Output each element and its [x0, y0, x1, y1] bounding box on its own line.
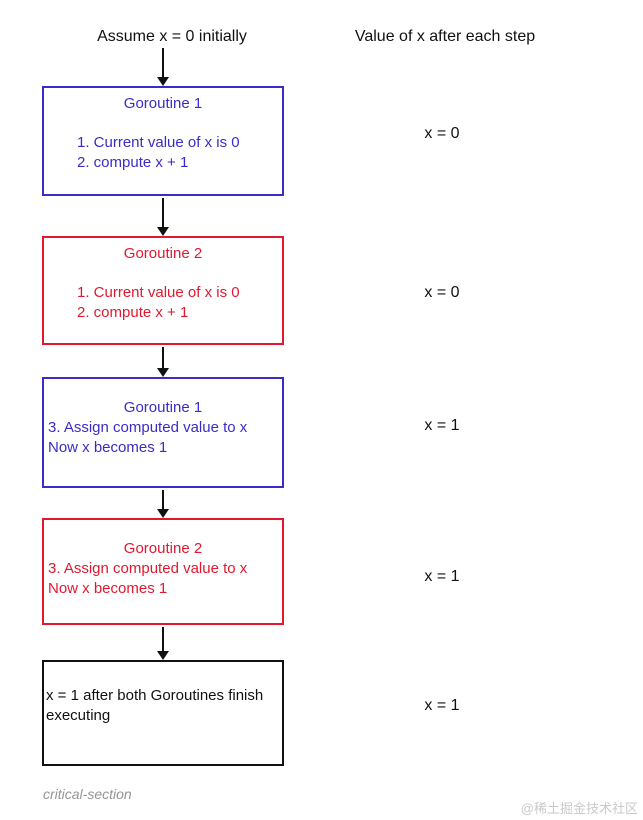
box-line: 1. Current value of x is 0	[77, 284, 240, 301]
value-column-header: Value of x after each step	[354, 28, 536, 45]
box-line: 2. compute x + 1	[77, 304, 189, 321]
x-value: x = 0	[424, 284, 460, 301]
step-box-goroutine1-write: Goroutine 1 3. Assign computed value to …	[42, 377, 284, 488]
box-line: 2. compute x + 1	[77, 154, 189, 171]
step-box-goroutine2-read: Goroutine 2 1. Current value of x is 0 2…	[42, 236, 284, 345]
step-box-goroutine1-read: Goroutine 1 1. Current value of x is 0 2…	[42, 86, 284, 196]
box-title: Goroutine 1	[123, 95, 203, 112]
down-arrow-icon	[157, 198, 169, 236]
watermark-label: @稀土掘金技术社区	[520, 801, 638, 816]
x-value: x = 1	[424, 568, 460, 585]
box-line: 3. Assign computed value to x	[48, 419, 248, 436]
box-line: executing	[46, 707, 111, 724]
box-line: Now x becomes 1	[48, 439, 168, 456]
caption-label: critical-section	[43, 786, 132, 802]
arrow-head	[157, 227, 169, 236]
down-arrow-icon	[157, 48, 169, 86]
arrow-head	[157, 509, 169, 518]
box-title: Goroutine 2	[123, 540, 203, 557]
step-box-goroutine2-write: Goroutine 2 3. Assign computed value to …	[42, 518, 284, 625]
step-box-final-result: x = 1 after both Goroutines finish execu…	[42, 660, 284, 766]
box-title: Goroutine 2	[123, 245, 203, 262]
arrow-stem	[162, 48, 164, 79]
down-arrow-icon	[157, 347, 169, 377]
x-value: x = 0	[424, 125, 460, 142]
arrow-stem	[162, 198, 164, 229]
box-line: x = 1 after both Goroutines finish	[46, 687, 264, 704]
down-arrow-icon	[157, 627, 169, 660]
x-value: x = 1	[424, 697, 460, 714]
arrow-head	[157, 77, 169, 86]
arrow-stem	[162, 627, 164, 653]
box-line: 3. Assign computed value to x	[48, 560, 248, 577]
arrow-head	[157, 368, 169, 377]
box-line: Now x becomes 1	[48, 580, 168, 597]
box-line: 1. Current value of x is 0	[77, 134, 240, 151]
assumption-label: Assume x = 0 initially	[97, 28, 247, 45]
arrow-head	[157, 651, 169, 660]
x-value: x = 1	[424, 417, 460, 434]
arrow-stem	[162, 490, 164, 511]
arrow-stem	[162, 347, 164, 370]
down-arrow-icon	[157, 490, 169, 518]
box-title: Goroutine 1	[123, 399, 203, 416]
